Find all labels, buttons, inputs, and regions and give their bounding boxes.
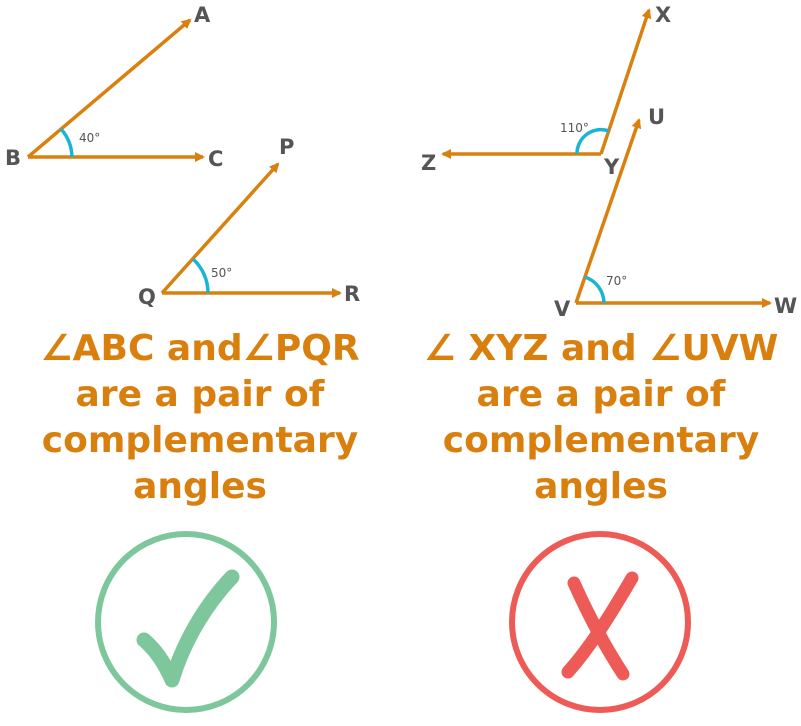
point-label-b: B: [5, 146, 21, 170]
angle-xyz: 110° X Y Z: [421, 3, 671, 179]
point-label-r: R: [344, 282, 360, 306]
angle-arc-xyz: [575, 127, 610, 155]
point-label-c: C: [208, 147, 223, 171]
angle-uvw: 70° U V W: [554, 105, 797, 321]
point-label-p: P: [279, 135, 294, 159]
caption-right-line-1: ∠ XYZ and ∠UVW: [423, 328, 779, 369]
ray-qp: [160, 162, 280, 295]
cross-mark-icon: [509, 531, 691, 713]
caption-left: ∠ABC and∠PQR are a pair of complementary…: [0, 326, 400, 510]
caption-right-line-3: complementary: [442, 420, 760, 461]
angle-label-pqr: 50°: [211, 266, 232, 280]
point-label-y: Y: [603, 155, 620, 179]
angle-label-uvw: 70°: [606, 274, 627, 288]
angle-label-abc: 40°: [79, 131, 100, 145]
caption-right-line-4: angles: [534, 466, 668, 507]
point-label-v: V: [554, 297, 571, 321]
point-label-a: A: [194, 3, 211, 27]
point-label-z: Z: [421, 151, 436, 175]
ray-ba: [26, 18, 192, 159]
angle-arc-abc: [59, 127, 74, 158]
caption-left-line-3: complementary: [41, 420, 359, 461]
caption-right-line-2: are a pair of: [476, 374, 726, 415]
angle-abc: 40° A B C: [5, 3, 223, 171]
point-label-q: Q: [138, 285, 156, 309]
point-label-w: W: [774, 294, 797, 318]
caption-left-line-2: are a pair of: [75, 374, 325, 415]
ray-vu: [574, 118, 642, 304]
check-mark-icon: [95, 531, 277, 713]
angle-arc-uvw: [584, 275, 606, 304]
point-label-u: U: [648, 105, 665, 129]
caption-left-line-1: ∠ABC and∠PQR: [40, 328, 360, 369]
point-label-x: X: [655, 3, 671, 27]
caption-right: ∠ XYZ and ∠UVW are a pair of complementa…: [401, 326, 801, 510]
angle-label-xyz: 110°: [560, 121, 589, 135]
caption-left-line-4: angles: [133, 466, 267, 507]
angle-pqr: 50° P Q R: [138, 135, 360, 309]
angle-arc-pqr: [191, 257, 210, 294]
